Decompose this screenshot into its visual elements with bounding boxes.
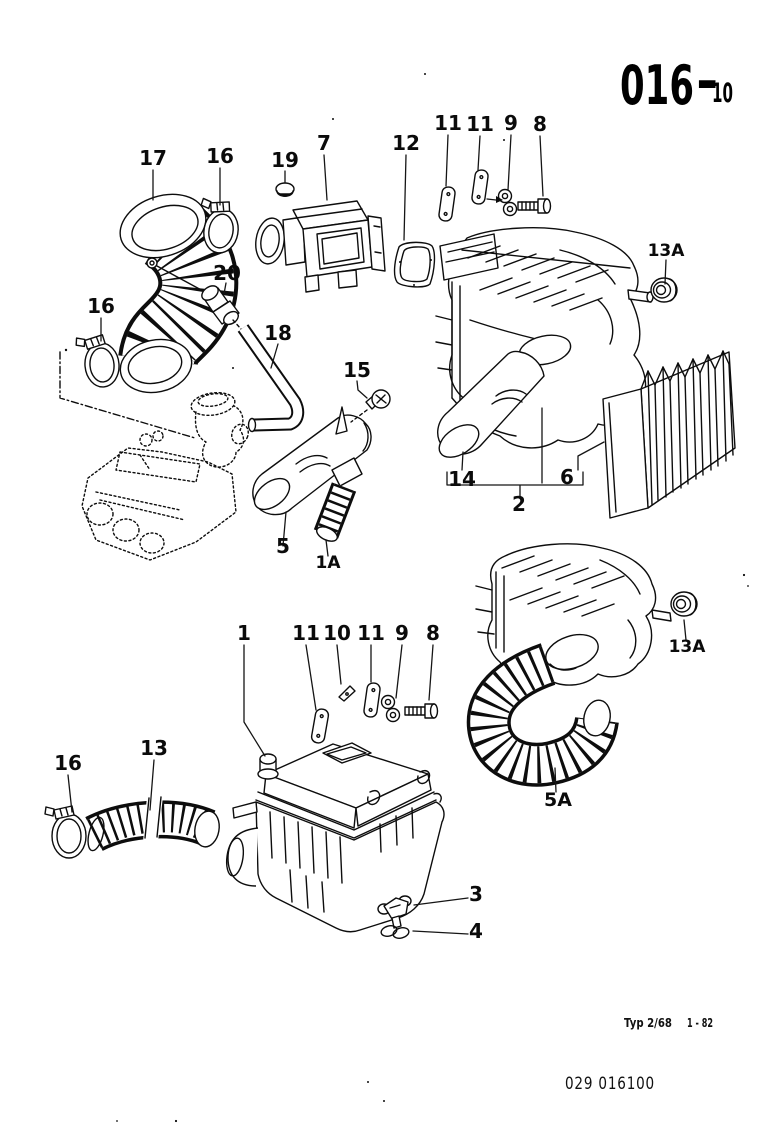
part-spring-washers-9-upper bbox=[497, 188, 518, 217]
callout-3: 3 bbox=[469, 882, 483, 906]
arrow-to-washers-upper bbox=[486, 196, 503, 203]
part-hose-1A bbox=[313, 482, 357, 542]
callout-6: 6 bbox=[560, 465, 574, 489]
callout-17: 17 bbox=[139, 146, 167, 170]
part-grommet-13A-lower bbox=[670, 591, 698, 617]
part-spring-washers-9-lower bbox=[380, 694, 401, 723]
callout-4: 4 bbox=[469, 919, 483, 943]
vent-connection-line bbox=[156, 265, 206, 293]
callout-14: 14 bbox=[448, 467, 476, 491]
part-plate-11-upper-right bbox=[470, 168, 490, 206]
callout-8-upper: 8 bbox=[533, 112, 547, 136]
part-clamp-bracket-3 bbox=[377, 895, 412, 929]
part-hose-5A bbox=[466, 643, 619, 787]
scan-speckles bbox=[64, 73, 749, 1123]
callout-1: 1 bbox=[237, 621, 251, 645]
part-bolt-8-lower bbox=[404, 703, 439, 719]
callout-5A: 5A bbox=[544, 789, 572, 811]
callout-20: 20 bbox=[213, 261, 241, 285]
part-bolt-8-upper bbox=[517, 198, 552, 214]
callout-11-lower-b: 11 bbox=[357, 621, 385, 645]
part-intake-duct-5 bbox=[252, 406, 372, 516]
footer-doc-number: 029 016100 bbox=[565, 1074, 655, 1093]
part-cap-19 bbox=[275, 182, 295, 197]
catalog-suffix: 10 bbox=[712, 78, 733, 109]
leader-lines bbox=[67, 134, 687, 935]
part-grommet-13A-upper bbox=[650, 277, 678, 303]
part-intake-hose-17 bbox=[118, 193, 239, 394]
callout-16-left: 16 bbox=[87, 294, 115, 318]
callout-5: 5 bbox=[276, 534, 290, 558]
callout-12: 12 bbox=[392, 131, 420, 155]
housing-cap-1-target bbox=[257, 753, 279, 780]
catalog-code: 016 bbox=[620, 54, 694, 117]
footer-date: 1 - 82 bbox=[687, 1015, 713, 1030]
callout-11-upper-a: 11 bbox=[434, 111, 462, 135]
callout-9-lower: 9 bbox=[395, 621, 409, 645]
footer-model: Typ 2/68 bbox=[624, 1015, 672, 1030]
callout-15: 15 bbox=[343, 358, 371, 382]
catalog-separator: - bbox=[696, 50, 718, 113]
part-hose-clamp-16-bottom bbox=[44, 805, 87, 859]
callout-8-lower: 8 bbox=[426, 621, 440, 645]
callout-16-bottom: 16 bbox=[54, 751, 82, 775]
part-plate-10 bbox=[338, 685, 356, 702]
callout-13A-lower: 13A bbox=[669, 637, 707, 657]
part-snout-lower-right bbox=[545, 633, 599, 671]
callout-18: 18 bbox=[264, 321, 292, 345]
callout-13A-upper: 13A bbox=[648, 241, 686, 261]
part-plate-11-lower-left bbox=[309, 707, 331, 745]
part-connector-20 bbox=[201, 285, 240, 326]
engine-intake-manifold-reference bbox=[59, 351, 249, 561]
part-hose-clamp-16-left bbox=[74, 332, 122, 390]
callout-19: 19 bbox=[271, 148, 299, 172]
part-filter-element-6 bbox=[602, 350, 736, 519]
callout-16-top: 16 bbox=[206, 144, 234, 168]
part-hose-13 bbox=[85, 796, 220, 852]
part-washer-4 bbox=[380, 925, 410, 939]
part-plate-11-lower-right bbox=[362, 681, 382, 719]
callout-13: 13 bbox=[140, 736, 168, 760]
callout-10: 10 bbox=[323, 621, 351, 645]
part-vent-pipe-18 bbox=[232, 319, 305, 433]
page-header: 016 - 10 bbox=[620, 50, 733, 117]
callout-labels: 17 16 19 7 12 11 11 9 8 13A 16 20 18 15 … bbox=[54, 111, 706, 943]
callout-7: 7 bbox=[317, 131, 331, 155]
part-screw-15 bbox=[350, 389, 391, 423]
callout-2: 2 bbox=[512, 492, 526, 516]
page-footer: Typ 2/68 1 - 82 029 016100 bbox=[565, 1015, 713, 1093]
callout-1A: 1A bbox=[316, 553, 342, 573]
part-air-flow-meter-7 bbox=[255, 200, 386, 293]
part-gasket-12 bbox=[393, 241, 436, 288]
callout-11-lower-a: 11 bbox=[292, 621, 320, 645]
callout-9-upper: 9 bbox=[504, 111, 518, 135]
part-plate-11-upper-left bbox=[437, 185, 457, 223]
callout-11-upper-b: 11 bbox=[466, 112, 494, 136]
part-air-cleaner-upper-assembly bbox=[435, 227, 654, 458]
